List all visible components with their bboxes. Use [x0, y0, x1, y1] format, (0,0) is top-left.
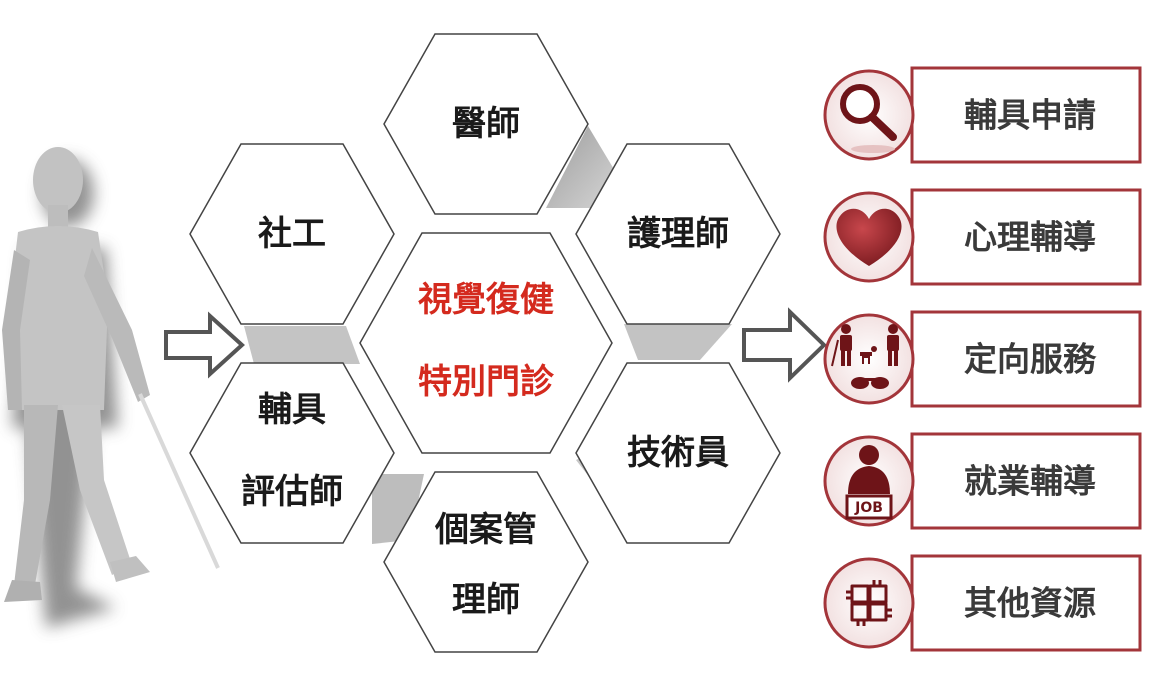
hex-doctor: 醫師 [383, 33, 589, 215]
service-label: 其他資源 [964, 584, 1096, 623]
hex-technician: 技術員 [575, 362, 781, 544]
heart-icon [836, 208, 902, 266]
hex-social-worker: 社工 [189, 143, 395, 325]
service-item-assistive-device: 輔具申請 [823, 66, 1142, 164]
service-item-other-resources: 其他資源 [823, 554, 1142, 652]
service-list: 輔具申請 心理輔導 定向服務 [823, 66, 1142, 652]
magnifier-icon [840, 84, 897, 141]
output-arrow [742, 307, 827, 383]
job-label: JOB [854, 500, 883, 516]
service-label: 定向服務 [964, 340, 1097, 379]
service-label: 就業輔導 [964, 462, 1096, 501]
role-case-manager-line1: 個案管 [434, 510, 537, 550]
blind-guide-icon [831, 324, 899, 389]
hex-nurse: 護理師 [575, 143, 781, 325]
service-label: 心理輔導 [964, 218, 1096, 257]
role-assessor-line1: 輔具 [258, 390, 326, 430]
hex-case-manager: 個案管 理師 [383, 471, 589, 653]
role-doctor: 醫師 [452, 104, 520, 144]
role-nurse: 護理師 [627, 214, 729, 254]
service-label: 輔具申請 [964, 96, 1096, 135]
hex-center: 視覺復健 特別門診 [359, 232, 613, 454]
role-assessor-line2: 評估師 [241, 472, 343, 512]
white-cane [138, 393, 220, 569]
hex-assessor: 輔具 評估師 [189, 362, 395, 544]
service-item-orientation: 定向服務 [823, 310, 1142, 408]
role-case-manager-line2: 理師 [452, 580, 520, 620]
center-title-line2: 特別門診 [418, 362, 555, 402]
job-icon: JOB [845, 445, 893, 520]
service-item-employment: 就業輔導 JOB [823, 432, 1142, 530]
hands-icon [846, 580, 892, 626]
blind-person-figure [2, 147, 220, 628]
service-item-counseling: 心理輔導 [823, 188, 1142, 286]
hexagons: 醫師 社工 護理師 輔具 評估師 技術員 個案管 理師 視覺復健 特別門診 [189, 33, 781, 653]
input-arrow [164, 311, 245, 379]
role-technician: 技術員 [627, 433, 729, 473]
role-social-worker: 社工 [258, 214, 326, 254]
center-title-line1: 視覺復健 [418, 280, 554, 320]
